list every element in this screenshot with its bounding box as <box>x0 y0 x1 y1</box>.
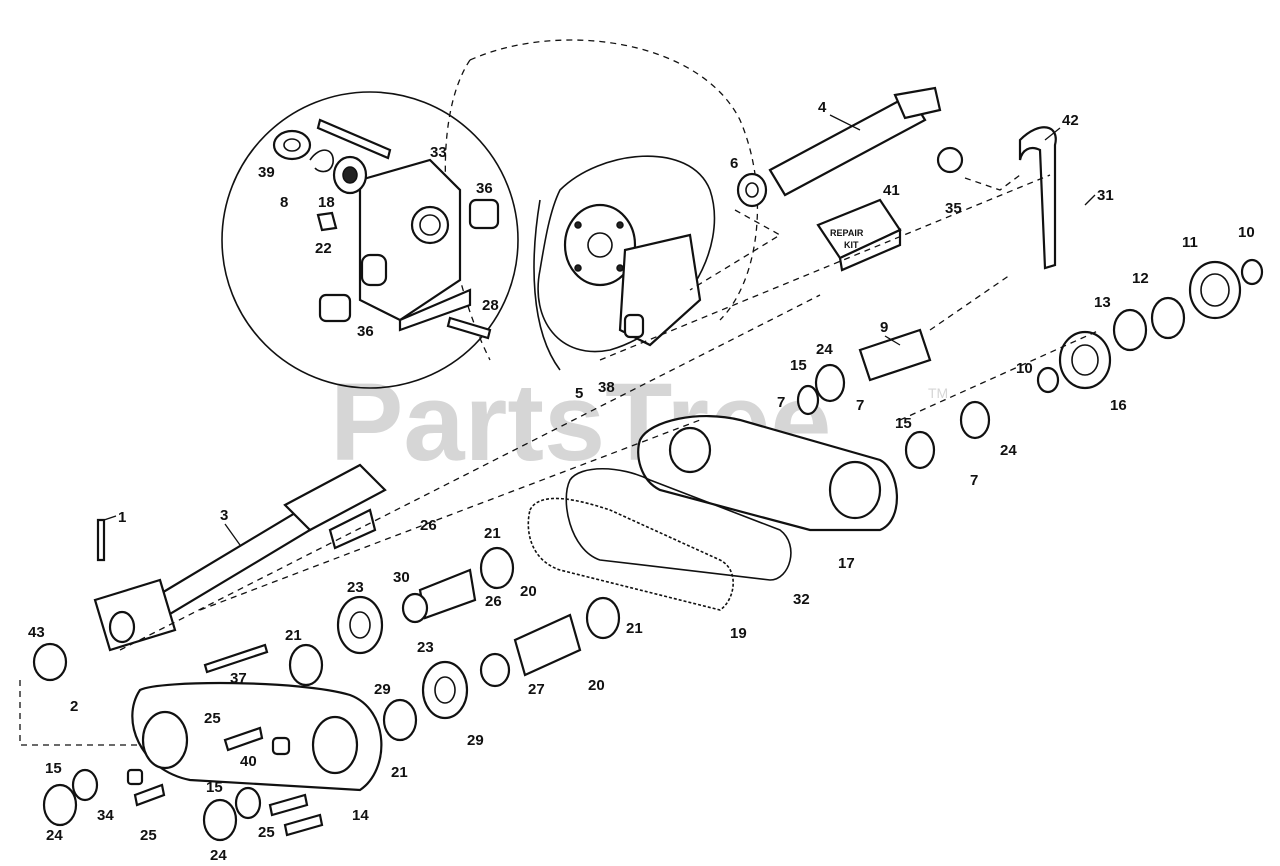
callout-36a: 36 <box>476 180 493 197</box>
callout-25c: 25 <box>258 824 275 841</box>
callout-37: 37 <box>230 670 247 687</box>
callout-9: 9 <box>880 319 888 336</box>
callout-24b: 24 <box>1000 442 1017 459</box>
callout-38: 38 <box>598 379 615 396</box>
callout-31: 31 <box>1097 187 1114 204</box>
callout-24d: 24 <box>210 847 227 864</box>
callout-29a: 29 <box>374 681 391 698</box>
callout-5: 5 <box>575 385 583 402</box>
callout-42: 42 <box>1062 112 1079 129</box>
chain-case <box>527 414 898 611</box>
callout-35: 35 <box>945 200 962 217</box>
callout-21b: 21 <box>626 620 643 637</box>
callout-12: 12 <box>1132 270 1149 287</box>
gear-housing <box>42 546 621 842</box>
callout-13: 13 <box>1094 294 1111 311</box>
callout-6: 6 <box>730 155 738 172</box>
callout-15d: 15 <box>206 779 223 796</box>
callout-23a: 23 <box>347 579 364 596</box>
callout-labels: 1 2 3 4 5 6 7 7 7 8 9 10 10 11 12 13 14 … <box>28 99 1255 864</box>
callout-24a: 24 <box>816 341 833 358</box>
callout-16: 16 <box>1110 397 1127 414</box>
callout-30: 30 <box>393 569 410 586</box>
callout-3: 3 <box>220 507 228 524</box>
callout-22: 22 <box>315 240 332 257</box>
wheel-outline <box>444 39 759 371</box>
detail-inset <box>221 91 519 389</box>
callout-28: 28 <box>482 297 499 314</box>
callout-33: 33 <box>430 144 447 161</box>
callout-4: 4 <box>818 99 827 116</box>
alignment-lines <box>19 174 1101 746</box>
callout-32: 32 <box>793 591 810 608</box>
callout-15c: 15 <box>45 760 62 777</box>
callout-39: 39 <box>258 164 275 181</box>
callout-24c: 24 <box>46 827 63 844</box>
callout-20a: 20 <box>520 583 537 600</box>
callout-40: 40 <box>240 753 257 770</box>
callout-7c: 7 <box>970 472 978 489</box>
callout-1: 1 <box>118 509 126 526</box>
leader-lines <box>103 114 1096 546</box>
callout-21c: 21 <box>285 627 302 644</box>
drive-shaft <box>32 463 387 682</box>
callout-21d: 21 <box>391 764 408 781</box>
callout-15a: 15 <box>790 357 807 374</box>
callout-17: 17 <box>838 555 855 572</box>
callout-36b: 36 <box>357 323 374 340</box>
callout-7b: 7 <box>856 397 864 414</box>
callout-10a: 10 <box>1016 360 1033 377</box>
watermark-trademark: TM <box>928 385 948 401</box>
callout-8: 8 <box>280 194 288 211</box>
right-bearings <box>796 258 1264 470</box>
callout-15b: 15 <box>895 415 912 432</box>
callout-23b: 23 <box>417 639 434 656</box>
callout-21a: 21 <box>484 525 501 542</box>
callout-29b: 29 <box>467 732 484 749</box>
axle-assembly: REPAIR KIT <box>736 86 1057 272</box>
callout-41: 41 <box>883 182 900 199</box>
callout-2: 2 <box>70 698 78 715</box>
callout-26a: 26 <box>420 517 437 534</box>
callout-11: 11 <box>1182 234 1198 251</box>
repair-kit-label-1: REPAIR <box>830 228 864 238</box>
callout-10b: 10 <box>1238 224 1255 241</box>
callout-26b: 26 <box>485 593 502 610</box>
callout-34: 34 <box>97 807 114 824</box>
callout-19: 19 <box>730 625 747 642</box>
repair-kit-label-2: KIT <box>844 240 859 250</box>
callout-18: 18 <box>318 194 335 211</box>
callout-14: 14 <box>352 807 369 824</box>
callout-27: 27 <box>528 681 545 698</box>
callout-43: 43 <box>28 624 45 641</box>
callout-25a: 25 <box>204 710 221 727</box>
callout-25b: 25 <box>140 827 157 844</box>
callout-7a: 7 <box>777 394 785 411</box>
callout-20b: 20 <box>588 677 605 694</box>
